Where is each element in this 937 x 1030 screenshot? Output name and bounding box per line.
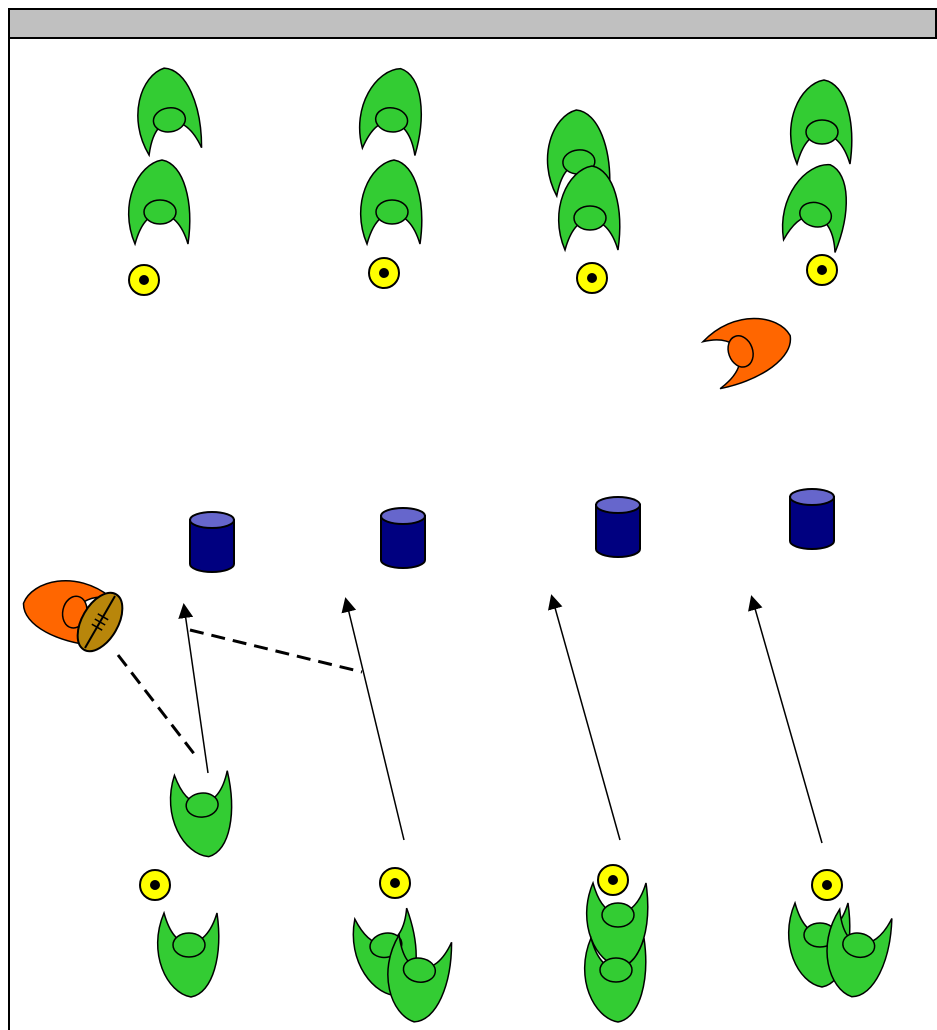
run-arrow	[548, 594, 621, 841]
cone-marker-icon	[811, 869, 843, 901]
attacker-player	[355, 63, 430, 157]
cone-marker-icon	[576, 262, 608, 294]
run-arrow	[341, 597, 405, 841]
cone-marker-icon	[128, 264, 160, 296]
tackle-bag-icon	[189, 511, 235, 573]
attacker-player	[167, 769, 238, 861]
attacker-player	[818, 907, 895, 1003]
cone-marker-icon	[139, 869, 171, 901]
cone-marker-icon	[368, 257, 400, 289]
pass-line	[116, 654, 197, 756]
cone-marker-icon	[806, 254, 838, 286]
attacker-player	[789, 79, 853, 165]
attacker-player	[156, 912, 220, 998]
attacker-player	[776, 155, 858, 254]
run-arrow	[178, 603, 209, 774]
attacker-player	[127, 159, 191, 245]
title-bar	[8, 8, 937, 39]
cone-marker-icon	[597, 864, 629, 896]
attacker-player	[130, 63, 205, 157]
tackle-bag-icon	[789, 488, 835, 550]
canvas-border	[8, 38, 937, 1030]
run-arrow	[748, 595, 823, 844]
attacker-player	[380, 933, 455, 1027]
attacker-player	[359, 159, 423, 245]
tackle-bag-icon	[380, 507, 426, 569]
pass-line	[189, 628, 363, 674]
defender-shape-icon	[699, 304, 801, 392]
rugby-ball-icon	[76, 591, 124, 653]
cone-marker-icon	[379, 867, 411, 899]
tackle-bag-icon	[595, 496, 641, 558]
